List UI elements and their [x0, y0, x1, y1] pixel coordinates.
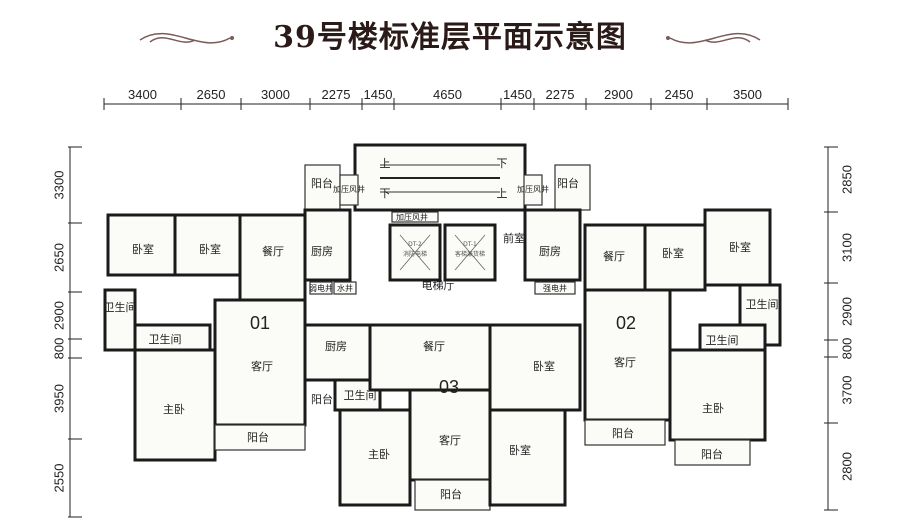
room-label: 餐厅	[262, 244, 284, 258]
dimension-label-top: 3500	[733, 87, 762, 102]
stair-label: 上	[380, 157, 391, 170]
stair-label: 上	[497, 187, 508, 200]
dimension-label-right: 3700	[839, 376, 854, 405]
room-label: 阳台	[557, 176, 579, 190]
room-label: 厨房	[539, 245, 561, 258]
dimension-label-top: 3400	[128, 87, 157, 102]
elevator-label: DT-2	[408, 241, 422, 248]
room-label: 客厅	[439, 433, 461, 447]
room-label: 卫生间	[746, 297, 779, 311]
room-label: 餐厅	[603, 249, 625, 263]
core-walls	[339, 143, 543, 282]
dimension-label-top: 1450	[503, 87, 532, 102]
room-labels: 卧室 卧室 餐厅 厨房 卫生间 卫生间 客厅 主卧 阳台 阳台 加压风井 弱电井…	[104, 157, 779, 501]
room-label: 阳台	[440, 487, 462, 501]
room-label: 阳台	[701, 447, 723, 461]
room-label: 加压风井	[517, 184, 549, 194]
stair-label: 下	[497, 157, 508, 170]
left-dimension-line: 3300 2650 2900 800 3950 2550	[51, 146, 82, 518]
dimension-label-right: 2800	[839, 452, 854, 481]
room-label: 厨房	[325, 340, 347, 353]
room-label: 加压风井	[333, 184, 365, 194]
room-label: 卫生间	[344, 388, 377, 402]
dimension-label-left: 2650	[51, 243, 66, 272]
dimension-label-right: 2850	[839, 165, 854, 194]
room-label: 主卧	[368, 448, 390, 461]
dimension-label-right: 800	[839, 338, 854, 360]
dimension-label-top: 2275	[546, 87, 575, 102]
stair-label: 下	[380, 187, 391, 200]
room-label: 电梯厅	[422, 279, 455, 292]
unit-number-02: 02	[616, 313, 636, 333]
dimension-label-top: 1450	[364, 87, 393, 102]
dimension-label-top: 3000	[261, 87, 290, 102]
room-label: 厨房	[311, 245, 333, 258]
dimension-label-top: 2450	[665, 87, 694, 102]
room-label: 水井	[337, 283, 353, 293]
room-label: 前室	[503, 231, 525, 245]
room-label: 卧室	[199, 242, 221, 256]
unit-number-03: 03	[439, 377, 459, 397]
room-label: 卫生间	[706, 333, 739, 347]
room-label: 阳台	[247, 430, 269, 444]
room-label: 客厅	[251, 359, 273, 373]
room-label: 阳台	[612, 426, 634, 440]
room-label: 卧室	[509, 443, 531, 457]
dimension-label-top: 2900	[604, 87, 633, 102]
dimension-label-left: 2900	[51, 301, 66, 330]
dimension-label-top: 4650	[433, 87, 462, 102]
room-label: 阳台	[311, 392, 333, 406]
unit-number-01: 01	[250, 313, 270, 333]
room-label: 卧室	[533, 359, 555, 373]
unit-01-walls	[103, 164, 357, 462]
room-label: 主卧	[163, 403, 185, 416]
dimension-label-left: 800	[51, 338, 66, 360]
room-label: 弱电井	[309, 283, 333, 293]
dimension-label-right: 3100	[839, 233, 854, 262]
right-dimension-line: 2850 3100 2900 800 3700 2800	[824, 146, 854, 511]
elevator-label: 消防电梯	[403, 250, 427, 258]
dimension-label-left: 3300	[51, 171, 66, 200]
room-label: 卧室	[662, 246, 684, 260]
room-label: 主卧	[702, 402, 724, 415]
ornament-right-icon	[666, 32, 761, 44]
dimension-label-left: 2550	[51, 464, 66, 493]
room-label: 强电井	[543, 283, 567, 293]
unit-02-walls	[523, 164, 782, 466]
room-label: 卫生间	[104, 300, 137, 314]
elevator-label: DT-1	[463, 241, 477, 248]
room-label: 卫生间	[149, 332, 182, 346]
top-dimension-line: 3400 2650 3000 2275 1450 4650 1450 2275 2900 2450…	[103, 87, 789, 110]
room-label: 加压风井	[396, 212, 428, 222]
room-label: 餐厅	[423, 339, 445, 353]
room-label: 阳台	[311, 176, 333, 190]
room-label: 卧室	[729, 240, 751, 254]
dimension-label-left: 3950	[51, 384, 66, 413]
dimension-label-top: 2275	[322, 87, 351, 102]
room-label: 卧室	[132, 242, 154, 256]
unit-03-walls	[303, 323, 582, 511]
room-label: 客厅	[614, 355, 636, 369]
page-title: 39号楼标准层平面示意图	[273, 20, 627, 55]
dimension-label-right: 2900	[839, 297, 854, 326]
ornament-left-icon	[139, 32, 234, 44]
elevator-label: 客梯兼货梯	[455, 250, 485, 258]
dimension-label-top: 2650	[197, 87, 226, 102]
